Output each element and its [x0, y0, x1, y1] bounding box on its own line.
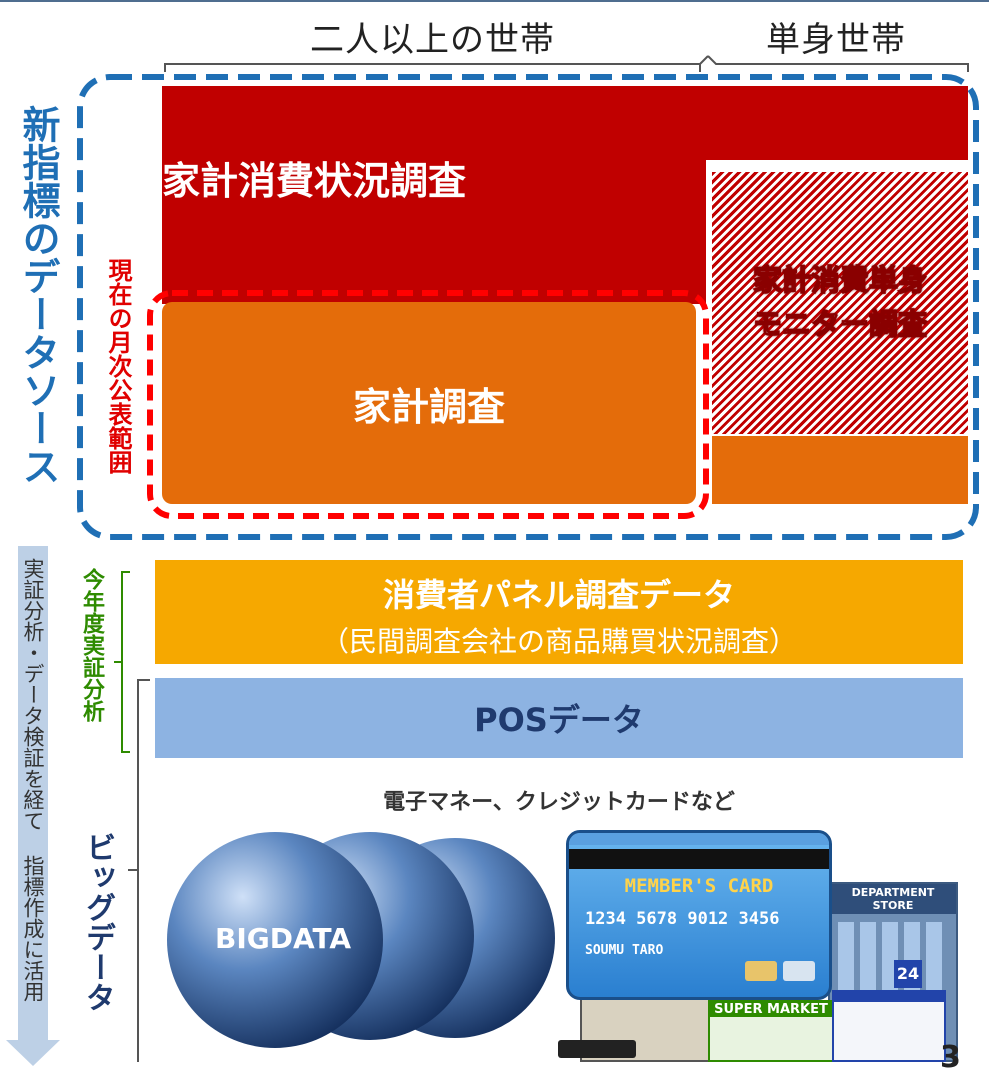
bigdata-spheres	[167, 832, 555, 1048]
member-card-title: MEMBER'S CARD	[624, 875, 774, 897]
current-scope-label: 現在の月次公表範囲	[104, 258, 132, 474]
single-monitor-line2: モニター調査	[752, 306, 928, 342]
supermarket-sign: SUPER MARKET	[710, 1002, 832, 1017]
single-monitor-line1: 家計消費単身	[752, 262, 928, 298]
family-income-survey-block: 家計調査	[162, 302, 696, 504]
emoney-caption: 電子マネー、クレジットカードなど	[383, 790, 735, 815]
card-contactless-icon	[783, 961, 815, 981]
laptop-icon	[558, 1040, 636, 1058]
sphere-front	[167, 832, 383, 1048]
page-number: 3	[940, 1040, 961, 1075]
consumption-status-body	[162, 158, 706, 304]
pos-data-block: POSデータ	[155, 678, 963, 758]
consumer-panel-subtitle: （民間調査会社の商品購買状況調査）	[320, 625, 797, 658]
single-family-income-block	[712, 436, 968, 504]
new-indicator-title: 新指標のデータソース	[16, 105, 60, 485]
bigdata-bracket	[128, 679, 150, 1062]
process-arrow-shaft	[18, 546, 48, 1044]
consumption-status-label: 家計消費状況調査	[162, 159, 467, 203]
this-year-bracket	[114, 571, 130, 753]
supermarket-icon: SUPER MARKET	[708, 1000, 834, 1062]
convenience-store-icon: 24	[832, 960, 946, 1062]
member-card-number: 1234 5678 9012 3456	[585, 909, 780, 929]
new-indicator-frame	[77, 74, 979, 540]
this-year-analysis-label: 今年度実証分析	[79, 568, 104, 722]
single-monitor-label: 家計消費単身 モニター調査	[712, 258, 968, 346]
department-store-sign: DEPARTMENT STORE	[830, 884, 956, 914]
top-rule	[0, 0, 989, 2]
pos-data-label: POSデータ	[474, 701, 644, 739]
consumption-status-top	[162, 86, 968, 160]
member-card-holder: SOUMU TARO	[585, 943, 664, 958]
single-household-header: 単身世帯	[766, 20, 906, 60]
process-arrow-head	[6, 1040, 60, 1066]
single-monitor-block	[712, 172, 968, 434]
consumer-panel-title: 消費者パネル調査データ	[382, 576, 735, 614]
family-income-survey-label: 家計調査	[352, 384, 505, 429]
card-chip-icon	[745, 961, 777, 981]
multi-person-household-header: 二人以上の世帯	[310, 20, 555, 60]
consumer-panel-block: 消費者パネル調査データ （民間調査会社の商品購買状況調査）	[155, 560, 963, 664]
convenience-store-sign: 24	[894, 960, 922, 988]
member-card-icon: MEMBER'S CARD 1234 5678 9012 3456 SOUMU …	[566, 830, 832, 1000]
bigdata-label: ビッグデータ	[80, 832, 115, 1012]
header-brace	[164, 55, 969, 72]
bigdata-sphere-label: BIGDATA	[215, 922, 352, 955]
process-arrow-label: 実証分析・データ検証を経て 指標作成に活用	[21, 558, 45, 1002]
